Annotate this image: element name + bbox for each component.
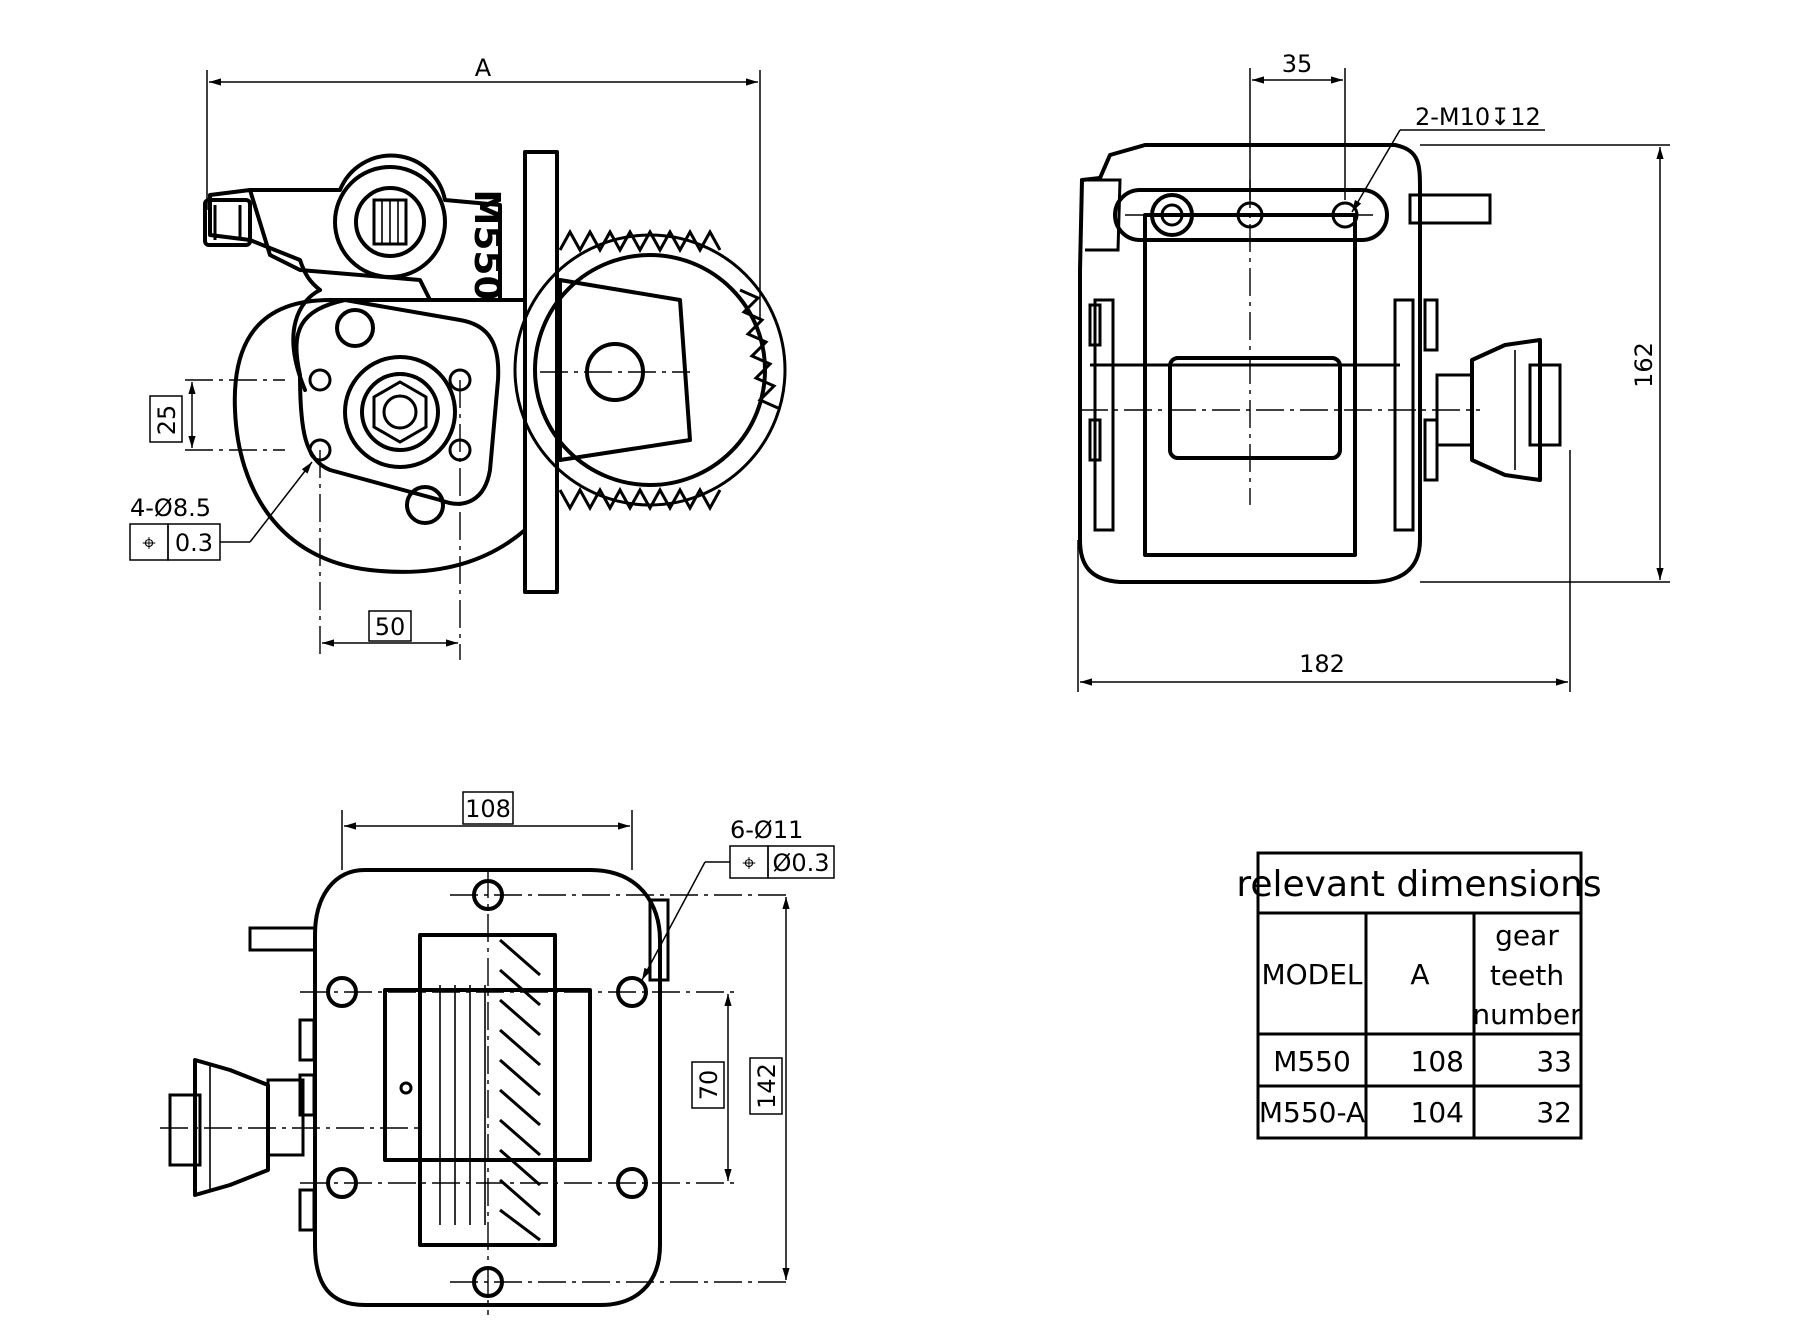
holes-callout-top: 6-Ø11 (730, 816, 803, 844)
dimensions-table: relevant dimensions MODEL A gear teeth n… (1236, 851, 1602, 1140)
tolerance-value-top: Ø0.3 (772, 849, 829, 877)
dimension-35-label: 35 (1282, 50, 1313, 78)
table-title: relevant dimensions (1236, 864, 1601, 905)
table-cell-teeth: 33 (1536, 1045, 1572, 1078)
model-marking: M550 (466, 190, 507, 301)
dimension-a-label: A (475, 54, 492, 82)
table-header-number: number (1472, 998, 1582, 1031)
table-header-gear: gear (1495, 919, 1559, 952)
dimension-108-label: 108 (465, 795, 511, 823)
table-cell-model: M550-A (1259, 1096, 1365, 1129)
gear-teeth (558, 228, 779, 512)
holes-callout-front: 4-Ø8.5 (130, 494, 211, 522)
table-cell-teeth: 32 (1536, 1096, 1572, 1129)
dimension-70-label: 70 (695, 1070, 723, 1101)
front-view: A M550 (129, 54, 787, 660)
table-header-model: MODEL (1261, 958, 1362, 991)
dimension-25-label: 25 (153, 405, 181, 436)
table-cell-model: M550 (1273, 1045, 1351, 1078)
side-view: 35 2-M10↧12 162 (1077, 50, 1670, 692)
tolerance-value-front: 0.3 (175, 529, 213, 557)
thread-callout: 2-M10↧12 (1415, 103, 1541, 131)
dimension-142-label: 142 (753, 1063, 781, 1109)
spur-gear-teeth (439, 985, 486, 1225)
dimension-50-label: 50 (375, 613, 406, 641)
dimension-162-label: 162 (1630, 342, 1658, 388)
table-header-teeth: teeth (1490, 959, 1564, 992)
table-cell-a: 104 (1411, 1096, 1464, 1129)
helical-gear-teeth (499, 938, 541, 1242)
dimension-182-label: 182 (1299, 650, 1345, 678)
top-view: 108 6-Ø11 ⌖ Ø0.3 (160, 791, 835, 1315)
position-tolerance-icon: ⌖ (142, 529, 156, 557)
table-cell-a: 108 (1411, 1045, 1464, 1078)
table-header-a: A (1410, 958, 1429, 991)
position-tolerance-top-icon: ⌖ (742, 849, 756, 877)
